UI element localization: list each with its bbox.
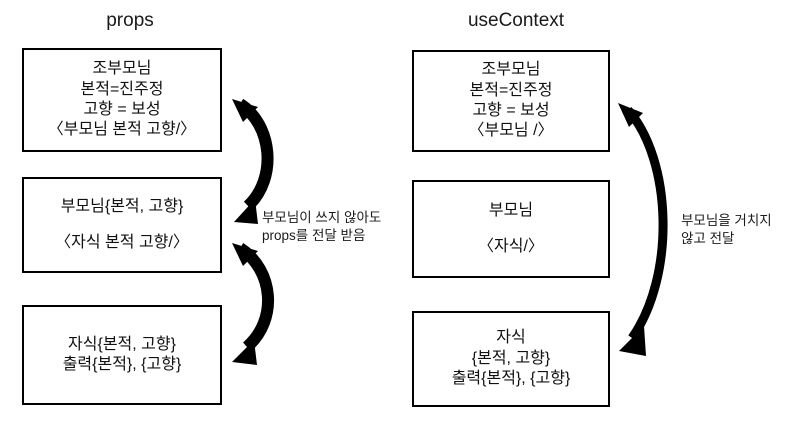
props-parent-line-1: 부모님{본적, 고향} (60, 197, 184, 215)
props-grandparent-line-2: 본적=진주정 (80, 80, 164, 98)
usecontext-child-line-1: 자식 (496, 329, 526, 347)
usecontext-grandparent-line-1: 조부모님 (481, 61, 541, 79)
props-child-line-2: 출력{본적}, {고향} (62, 356, 182, 373)
usecontext-grandparent-line-2: 본적=진주정 (469, 81, 553, 99)
usecontext-parent-line-2: 〈자식/〉 (478, 238, 544, 255)
usecontext-edge-label: 부모님을 거치지 않고 전달 (681, 213, 772, 247)
props-child-box: 자식{본적, 고향} 출력{본적}, {고향} (22, 305, 222, 405)
column-title-props: props (106, 10, 154, 31)
usecontext-grandparent-box: 조부모님 본적=진주정 고향 = 보성 〈부모님 /〉 (412, 50, 610, 152)
usecontext-child-box: 자식 {본적, 고향} 출력{본적}, {고향} (412, 311, 610, 407)
props-grandparent-box: 조부모님 본적=진주정 고향 = 보성 〈부모님 본적 고향/〉 (22, 48, 222, 152)
usecontext-parent-line-1: 부모님 (488, 201, 534, 219)
usecontext-parent-box: 부모님 〈자식/〉 (412, 180, 610, 278)
props-arrow-grandparent-to-parent-icon (232, 98, 274, 224)
props-edge-label: 부모님이 쓰지 않아도 props를 전달 받음 (262, 210, 382, 244)
column-title-usecontext: useContext (467, 10, 565, 31)
props-grandparent-line-4: 〈부모님 본적 고향/〉 (47, 121, 197, 139)
props-child-line-1: 자식{본적, 고향} (68, 335, 176, 353)
props-parent-line-2: 〈자식 본적 고향/〉 (55, 234, 189, 251)
props-grandparent-line-3: 고향 = 보성 (83, 101, 161, 118)
usecontext-arrow-grandparent-to-child-icon (618, 103, 668, 356)
props-grandparent-line-1: 조부모님 (92, 60, 152, 78)
usecontext-child-line-2: {본적, 고향} (471, 349, 551, 367)
props-arrow-parent-to-child-icon (232, 242, 274, 365)
props-parent-box: 부모님{본적, 고향} 〈자식 본적 고향/〉 (22, 177, 222, 273)
usecontext-grandparent-line-4: 〈부모님 /〉 (468, 122, 554, 140)
usecontext-grandparent-line-3: 고향 = 보성 (472, 102, 550, 119)
usecontext-child-line-3: 출력{본적}, {고향} (451, 370, 571, 388)
